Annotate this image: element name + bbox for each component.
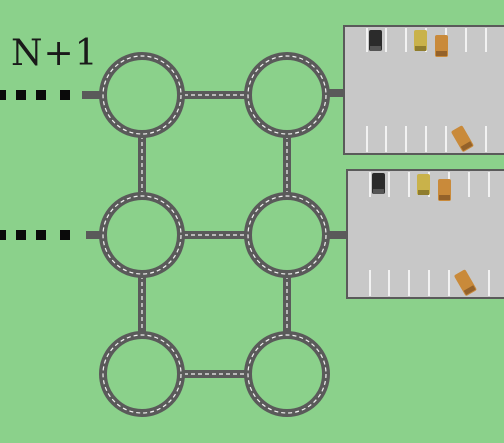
roundabout-r2-c1[interactable] bbox=[99, 192, 185, 278]
car-yellow[interactable] bbox=[414, 30, 427, 51]
car-orange[interactable] bbox=[438, 179, 451, 201]
parking-lot-bottom[interactable] bbox=[346, 169, 504, 299]
roundabout-r3-c1[interactable] bbox=[99, 331, 185, 417]
roundabout-r3-c2[interactable] bbox=[244, 331, 330, 417]
car-black[interactable] bbox=[369, 30, 382, 51]
parking-lot-top[interactable] bbox=[343, 25, 504, 155]
offscreen-road-dots-middle bbox=[0, 230, 70, 240]
car-orange-departing[interactable] bbox=[454, 269, 477, 296]
roundabout-r2-c2[interactable] bbox=[244, 192, 330, 278]
car-orange-departing[interactable] bbox=[451, 125, 474, 152]
level-label: N+1 bbox=[11, 33, 99, 74]
offscreen-road-dots-top bbox=[0, 90, 70, 100]
car-black[interactable] bbox=[372, 173, 385, 194]
car-yellow[interactable] bbox=[417, 174, 430, 195]
roundabouts bbox=[99, 52, 330, 417]
roundabout-r1-c2[interactable] bbox=[244, 52, 330, 138]
roundabout-r1-c1[interactable] bbox=[99, 52, 185, 138]
car-orange[interactable] bbox=[435, 35, 448, 57]
